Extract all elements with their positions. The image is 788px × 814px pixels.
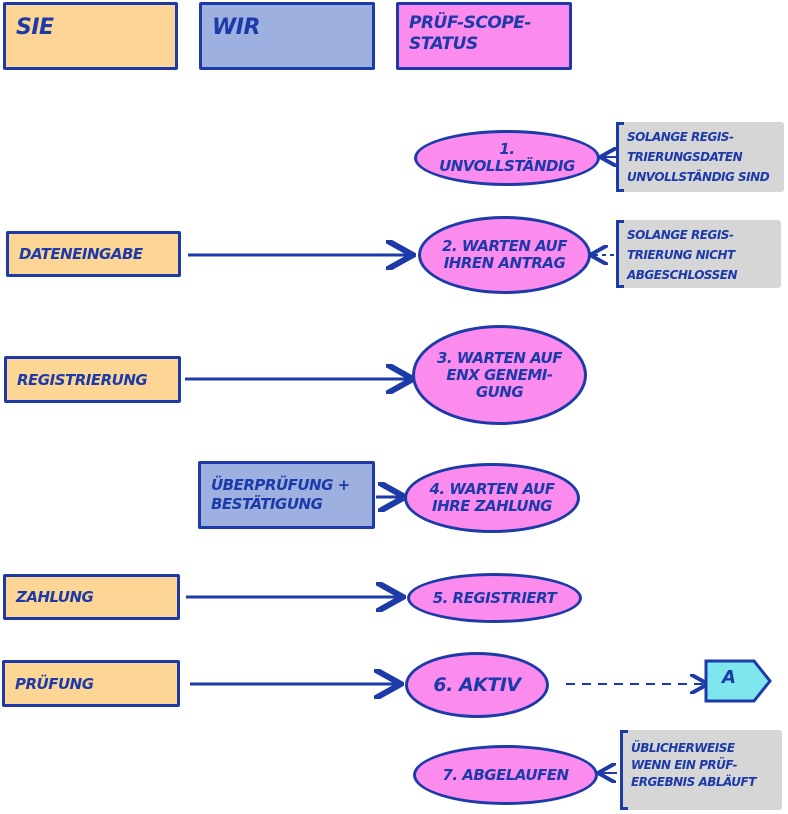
- step-zahlung-label: Zahlung: [16, 588, 94, 606]
- status-warten-antrag: 2. Warten auf ihren Antrag: [418, 216, 591, 294]
- column-header-status-label: Prüf-Scope- Status: [409, 13, 531, 54]
- step-dateneingabe: Dateneingabe: [6, 231, 181, 277]
- status-6-label: 6. Aktiv: [433, 673, 521, 696]
- connector-a-shape: [704, 659, 772, 703]
- status-4-label: 4. Warten auf ihre Zahlung: [429, 480, 555, 515]
- connector-a: A: [704, 659, 772, 703]
- status-1-label: 1. Unvollständig: [439, 140, 575, 175]
- step-pruefung: Prüfung: [2, 660, 180, 707]
- status-registriert: 5. Registriert: [407, 573, 582, 623]
- column-header-wir: Wir: [199, 2, 375, 70]
- status-unvollstaendig: 1. Unvollständig: [414, 130, 600, 186]
- step-ueberpruefung: Überprüfung + Bestätigung: [198, 461, 375, 529]
- status-warten-zahlung: 4. Warten auf ihre Zahlung: [404, 463, 580, 533]
- status-7-label: 7. Abgelaufen: [442, 765, 569, 784]
- step-registrierung-label: Registrierung: [17, 370, 148, 389]
- status-2-label: 2. Warten auf ihren Antrag: [442, 237, 567, 272]
- step-pruefung-label: Prüfung: [15, 674, 94, 693]
- note-unvollstaendig: Solange Regis- trierungsdaten unvollstän…: [616, 122, 784, 192]
- status-3-label: 3. Warten auf ENX Genemi- gung: [437, 348, 562, 401]
- connector-a-label: A: [722, 667, 736, 688]
- status-abgelaufen: 7. Abgelaufen: [413, 745, 598, 805]
- note-7-label: Üblicherweise wenn ein Prüf- ergebnis ab…: [631, 741, 756, 789]
- status-5-label: 5. Registriert: [432, 588, 557, 607]
- column-header-status: Prüf-Scope- Status: [396, 2, 572, 70]
- step-zahlung: Zahlung: [3, 574, 180, 620]
- column-header-sie-label: Sie: [16, 15, 54, 40]
- step-ueberpruefung-label: Überprüfung + Bestätigung: [211, 476, 350, 513]
- step-dateneingabe-label: Dateneingabe: [19, 245, 143, 263]
- column-header-wir-label: Wir: [212, 15, 260, 40]
- note-1-label: Solange Regis- trierungsdaten unvollstän…: [627, 130, 770, 184]
- note-abgelaufen: Üblicherweise wenn ein Prüf- ergebnis ab…: [620, 730, 782, 810]
- note-2-label: Solange Regis- trierung nicht abgeschlos…: [627, 228, 738, 282]
- step-registrierung: Registrierung: [4, 356, 181, 403]
- status-warten-genehmigung: 3. Warten auf ENX Genemi- gung: [412, 325, 587, 425]
- column-header-sie: Sie: [3, 2, 178, 70]
- note-warten-antrag: Solange Regis- trierung nicht abgeschlos…: [616, 220, 781, 288]
- status-aktiv: 6. Aktiv: [405, 652, 549, 718]
